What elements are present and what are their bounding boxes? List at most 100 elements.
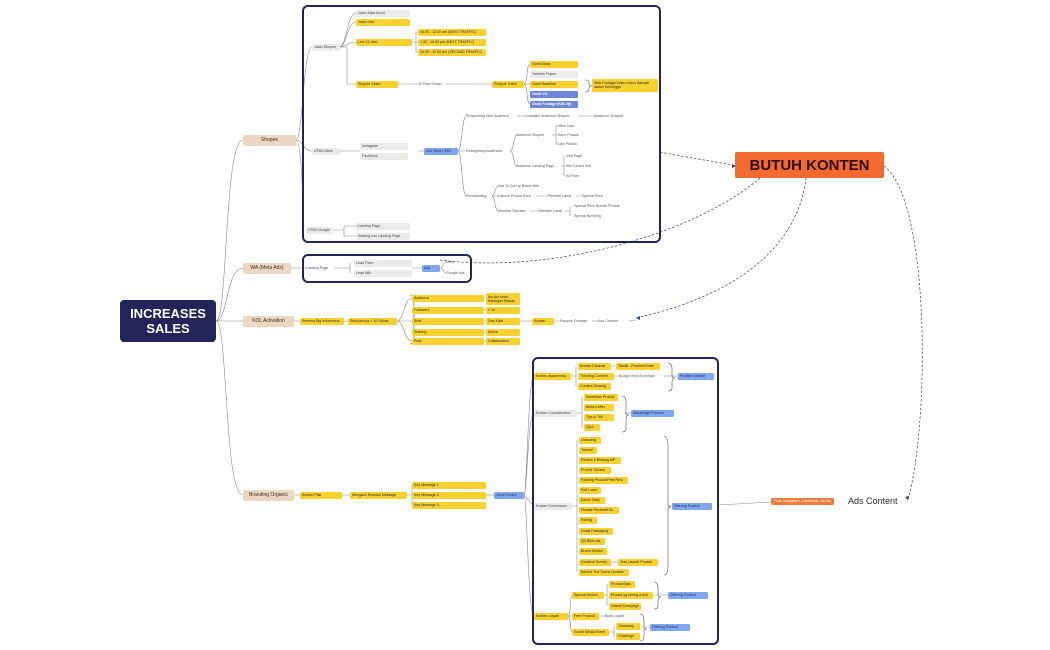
diskon-omzet-node[interactable]: Omzet Campaign [609,603,641,610]
instagram-node[interactable]: Instagram [360,143,408,150]
launch-produk-node[interactable]: Launch Produk Baru [498,194,531,198]
wa-landing-page-node[interactable]: Landing Page [306,266,329,270]
tips-trik-node[interactable]: Tips & Trik [584,414,614,421]
buat-loyalti-node[interactable]: Buat Loyalti [605,614,624,618]
katalog-non-landing-node[interactable]: Katalog non Landing Page [356,233,410,240]
member-sebulan-node[interactable]: Member Sebulan [498,209,526,213]
shopee-video-node[interactable]: Shopee Video [356,81,398,88]
ads-meta-cpas-node[interactable]: Ads Meta CPAS [424,148,458,155]
konten-conversion-node[interactable]: Konten Conversion [534,503,572,510]
klik-tombol-wa-node[interactable]: Klik Tombol WA [566,164,591,168]
qna-node[interactable]: Q&A [584,424,600,431]
social-media-event-node[interactable]: Social Media Event [572,629,609,636]
konten-pilar-node[interactable]: Konten Pilar [300,492,342,499]
lookalike-node[interactable]: Lookalike Audience Shopee [525,114,570,118]
conv-behind-scene-node[interactable]: Behind The Scene product [579,569,629,576]
mengacu-node[interactable]: Mengacu Reduksi Message [350,492,407,499]
isi-form-node[interactable]: Isi Form [566,174,579,178]
platforms-node[interactable]: Post Instagram, Facebook, TikTok [771,498,835,505]
conv-gradient-survey-node[interactable]: Gradient Survey [579,559,611,566]
content-sharing-node[interactable]: Content Sharing [578,383,611,390]
live-24-jam-node[interactable]: Live 24 Jam [356,39,412,46]
pembeli-lama-2-node[interactable]: Pembeli Lama [539,209,562,213]
conv-packing-node[interactable]: Packing Produk/Print Resi [579,477,628,484]
kol-followers-node[interactable]: Followers [412,307,484,314]
audience-shopper-node[interactable]: Audience Shopper [594,114,624,118]
kol-audience-node[interactable]: Audience [412,295,484,302]
sistem-big-influencers-node[interactable]: Sistema Big Influencers [300,318,344,325]
recycle-footage-node[interactable]: Recycle Footage [560,319,587,323]
konten-loyalti-node[interactable]: Konten Loyalti [534,613,568,620]
kol-audience-value[interactable]: Ibu-ibu Anak Kalangan Bisbas [486,293,520,305]
cpas-google-node[interactable]: CPAS Google [306,227,333,234]
cpas-meta-node[interactable]: CPAS Meta [312,148,340,155]
meta-node[interactable]: Meta [446,260,454,264]
landing-page-google-node[interactable]: Landing Page [356,223,410,230]
sebulannya-follow-node[interactable]: Sebulannya + 10 Follow [348,318,397,325]
conv-soft-lover-node[interactable]: Soft Lover [579,487,601,494]
challenge-node[interactable]: Challenge [616,633,640,640]
like-produk-node[interactable]: Like Produk [558,142,577,146]
prospecting-node[interactable]: Prospecting New Audience [466,114,509,118]
ganti-footage-node[interactable]: Ganti Footage (Klik 2jt) [530,101,578,108]
kol-followers-value[interactable]: > 1k [486,307,520,314]
tambah-frame-node[interactable]: Tambah Frame [530,71,578,78]
jenis-konten-node[interactable]: Jenis Konten [494,492,524,499]
ganti-music-node[interactable]: Ganti Music [530,61,578,68]
trend-medsos-node[interactable]: Jg lagi trend di medsos [618,374,655,378]
pembeli-lama-1-node[interactable]: Pembeli Lama [548,194,571,198]
special-price-node[interactable]: Special Price [582,194,603,198]
jalan-kata-kunci-node[interactable]: Jalan Kata Kunci [356,10,410,17]
recycle-video-node[interactable]: Recycle Video [492,81,524,88]
test-launch-produk-node[interactable]: Test Launch Produk [618,559,658,566]
konten-edukasi-node[interactable]: Konten Edukasi [578,363,611,370]
facebook-node[interactable]: Facebook [360,153,408,160]
konten-consideration-node[interactable]: Konten Consideration [534,410,577,417]
konten-awareness-node[interactable]: Konten Awareness [534,373,571,380]
conv-produk-terlaris-node[interactable]: Produk Terlaris [579,467,611,474]
view-toko-node[interactable]: View Toko [558,124,575,128]
ganti-headline-node[interactable]: Ganti Headline [530,81,578,88]
jalan-shopee-node[interactable]: Jalan Shopee [312,44,340,51]
live-slot-2-node[interactable]: 1.00 - 16.00 pm (BEST TRAFFIC) [418,39,486,46]
special-diskon-node[interactable]: Special Diskon [572,592,604,599]
kol-activation-node[interactable]: KOL Activation [243,316,294,327]
conv-honest-review-node[interactable]: Honest Review/KOL [579,507,619,514]
teknik-problem-node[interactable]: Teknik - Problem/Case [616,363,660,370]
audience-shopee-node[interactable]: Audience Shopee [516,133,545,137]
lead-form-node[interactable]: Lead Form [354,260,412,267]
kol-konten-node[interactable]: Konten [532,318,554,325]
diskon-sering-beli-node[interactable]: Produk yg sering a beli [609,592,653,599]
kol-brief-node[interactable]: Brief [412,318,484,325]
retargeting-node[interactable]: Retargeting Audiences [466,149,503,153]
post-sehari-node[interactable]: 10 Post Sehari [418,82,442,86]
conv-bikin-ala-node[interactable]: Q0 Bikin ala [579,538,605,545]
live-slot-3-node[interactable]: 16.00 - 12.00 pm (SECOND TRAFFIC) [418,49,486,56]
jalan-live-node[interactable]: Jalan Live [356,19,410,26]
conv-brand-stories-node[interactable]: Brand Stories [579,548,607,555]
key-message-3-node[interactable]: Key Message 3 [412,502,486,509]
kol-post-node[interactable]: Post [412,338,484,345]
kol-sharing-value[interactable]: Active [486,329,520,336]
special-bundling-node[interactable]: Special Bundling [574,214,601,218]
save-produk-node[interactable]: Save Produk [558,133,579,137]
atc-node[interactable]: Ads To Cart tp Belum Beli [498,184,539,188]
offering-product-loyalti-1-node[interactable]: Offering Product [668,592,708,599]
kol-ads-content-node[interactable]: Ads Content [598,319,618,323]
key-message-1-node[interactable]: Key Message 1 [412,482,486,489]
ganti-vo-node[interactable]: Ganti VO [530,91,578,98]
conv-detail-packaging-node[interactable]: Detail Packaging [579,528,613,535]
special-price-bundle-node[interactable]: Special Price Bundle Produk [574,204,620,208]
before-after-node[interactable]: Before After [584,404,614,411]
google-ads-node[interactable]: Google Ads [446,271,465,275]
stok-footage-note[interactable]: Stok Footage/Video Harus Banyak dalam Se… [592,79,658,92]
wa-meta-ads-node[interactable]: WA (Meta Ads) [243,263,291,274]
live-slot-1-node[interactable]: 04.00 - 12.00 am (BEST TRAFFIC) [418,29,486,36]
lead-wa-node[interactable]: Lead WA [354,270,412,277]
kol-brief-value[interactable]: Dan Kata [486,318,520,325]
wa-ads-node[interactable]: Ads [422,265,440,272]
conv-demo-testy-node[interactable]: Demo Testy [579,497,605,504]
kelebihan-produk-node[interactable]: Kelebihan Produk [584,394,618,401]
giveaway-node[interactable]: Giveaway [616,623,640,630]
